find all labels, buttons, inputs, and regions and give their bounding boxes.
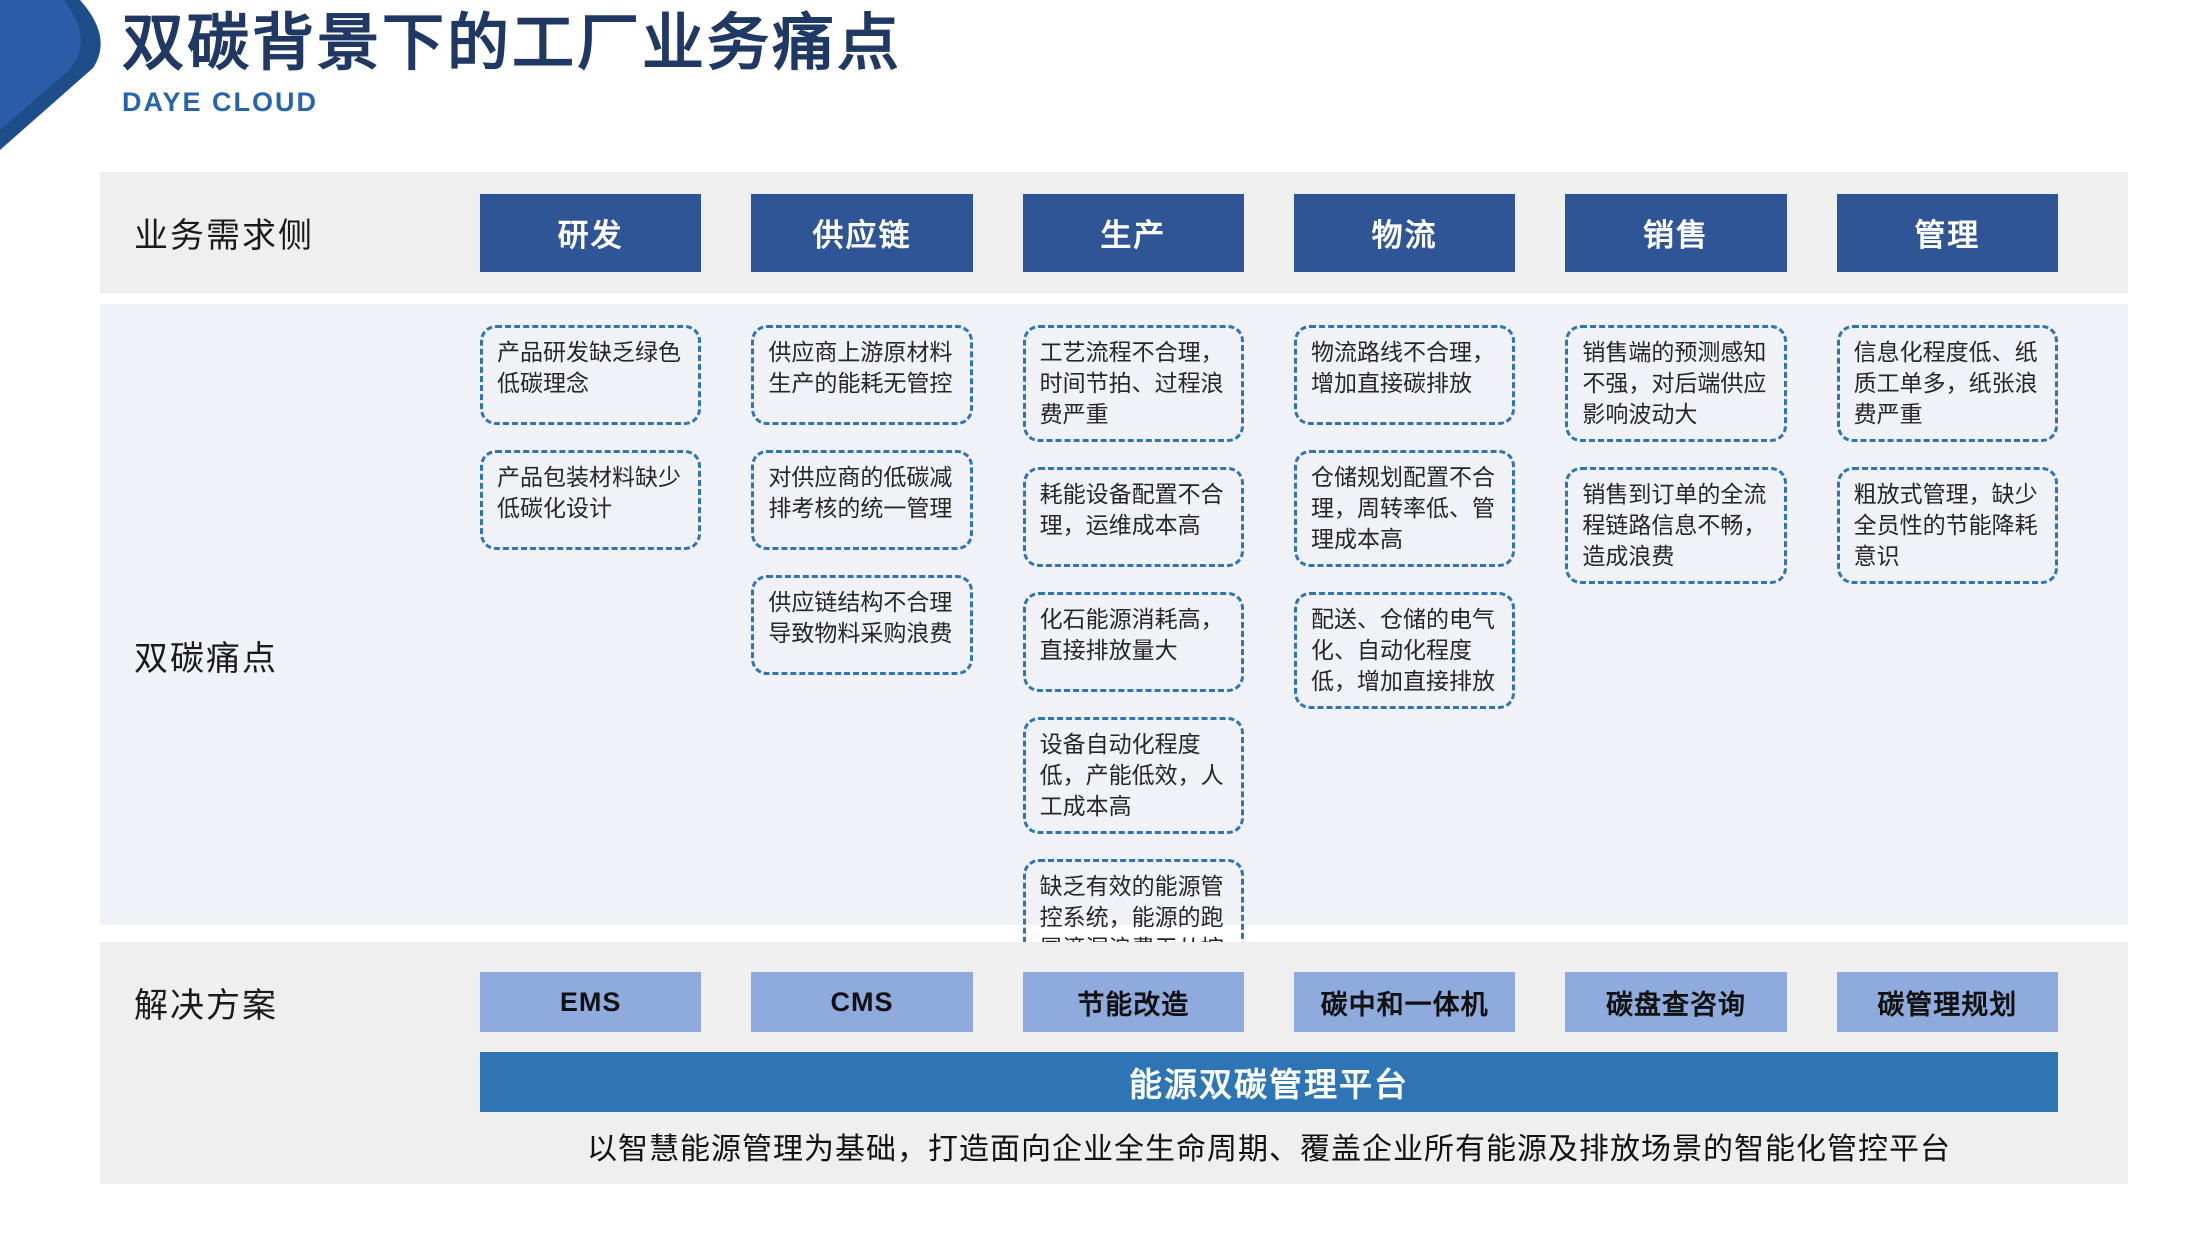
pain-point-box: 仓储规划配置不合理，周转率低、管理成本高 — [1293, 450, 1516, 568]
demand-button-production: 生产 — [1022, 193, 1244, 272]
demand-button-management: 管理 — [1836, 193, 2058, 272]
daye-logo — [0, 0, 112, 152]
pain-point-box: 销售端的预测感知不强，对后端供应影响波动大 — [1565, 325, 1787, 443]
pain-point-box: 信息化程度低、纸质工单多，纸张浪费严重 — [1836, 325, 2058, 443]
row-label-demand: 业务需求侧 — [134, 217, 314, 255]
pain-point-box: 供应链结构不合理导致物料采购浪费 — [751, 575, 973, 675]
pain-col-supply-chain: 供应商上游原材料生产的能耗无管控 对供应商的低碳减排考核的统一管理 供应链结构不… — [751, 304, 973, 1007]
demand-button-rd: 研发 — [480, 193, 702, 272]
demand-button-logistics: 物流 — [1293, 193, 1516, 272]
solution-button-carbon-inventory-consulting: 碳盘查咨询 — [1565, 972, 1787, 1032]
solution-button-energy-saving: 节能改造 — [1022, 972, 1244, 1032]
pain-point-box: 配送、仓储的电气化、自动化程度低，增加直接排放 — [1293, 592, 1516, 710]
pain-col-logistics: 物流路线不合理，增加直接碳排放 仓储规划配置不合理，周转率低、管理成本高 配送、… — [1293, 304, 1516, 1007]
page-subtitle: DAYE CLOUD — [122, 87, 319, 118]
business-demand-section: 业务需求侧 研发 供应链 生产 物流 销售 管理 — [100, 172, 2128, 293]
pain-point-box: 物流路线不合理，增加直接碳排放 — [1293, 325, 1516, 425]
pain-point-box: 粗放式管理，缺少全员性的节能降耗意识 — [1836, 467, 2058, 585]
pain-col-sales: 销售端的预测感知不强，对后端供应影响波动大 销售到订单的全流程链路信息不畅，造成… — [1565, 304, 1787, 1007]
pain-col-production: 工艺流程不合理，时间节拍、过程浪费严重 耗能设备配置不合理，运维成本高 化石能源… — [1022, 304, 1244, 1008]
pain-col-rd: 产品研发缺乏绿色低碳理念 产品包装材料缺少低碳化设计 — [480, 304, 702, 1007]
pain-point-box: 工艺流程不合理，时间节拍、过程浪费严重 — [1022, 325, 1244, 443]
pain-point-box: 产品包装材料缺少低碳化设计 — [480, 450, 702, 550]
pain-point-box: 供应商上游原材料生产的能耗无管控 — [751, 325, 973, 425]
pain-points-section: 双碳痛点 产品研发缺乏绿色低碳理念 产品包装材料缺少低碳化设计 供应商上游原材料… — [100, 304, 2128, 1008]
platform-description: 以智慧能源管理为基础，打造面向企业全生命周期、覆盖企业所有能源及排放场景的智能化… — [586, 1133, 1951, 1166]
arrow-logo-icon — [0, 0, 101, 150]
demand-button-sales: 销售 — [1565, 193, 1787, 272]
pain-col-management: 信息化程度低、纸质工单多，纸张浪费严重 粗放式管理，缺少全员性的节能降耗意识 — [1836, 304, 2058, 1007]
solutions-section: 解决方案 EMS CMS 节能改造 碳中和一体机 碳盘查咨询 碳管理规划 能源双… — [100, 942, 2128, 1184]
pain-point-box: 耗能设备配置不合理，运维成本高 — [1022, 467, 1244, 568]
solution-button-carbon-neutral-appliance: 碳中和一体机 — [1293, 972, 1516, 1032]
platform-bar: 能源双碳管理平台 — [480, 1052, 2058, 1112]
solution-button-cms: CMS — [751, 972, 973, 1032]
title-block: 双碳背景下的工厂业务痛点 DAYE CLOUD — [122, 8, 902, 118]
row-label-solution: 解决方案 — [134, 986, 278, 1025]
solution-button-ems: EMS — [480, 972, 702, 1032]
pain-point-box: 产品研发缺乏绿色低碳理念 — [480, 325, 702, 425]
pain-point-box: 化石能源消耗高，直接排放量大 — [1022, 592, 1244, 693]
row-label-pain: 双碳痛点 — [134, 640, 278, 679]
pain-point-box: 对供应商的低碳减排考核的统一管理 — [751, 450, 973, 550]
pain-point-box: 设备自动化程度低，产能低效，人工成本高 — [1022, 717, 1244, 835]
page-title: 双碳背景下的工厂业务痛点 — [122, 9, 903, 78]
demand-button-supply-chain: 供应链 — [751, 193, 973, 272]
solution-button-carbon-management-planning: 碳管理规划 — [1836, 972, 2058, 1032]
pain-point-box: 销售到订单的全流程链路信息不畅，造成浪费 — [1565, 467, 1787, 585]
